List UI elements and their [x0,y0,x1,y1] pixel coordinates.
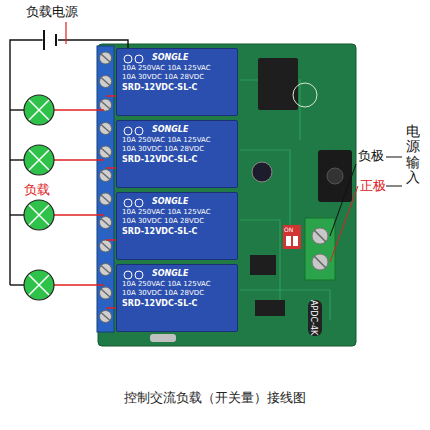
board-model: APDC-4K [308,300,318,335]
relay: SONGLE10A 250VAC 10A 125VAC10A 30VDC 10A… [116,192,238,260]
terminal-screw [100,193,112,205]
lamp [24,95,54,125]
circuit-board [98,44,356,346]
dip-lever [286,236,291,246]
screw-slot [101,313,110,321]
brand-name: SONGLE [152,125,232,136]
screw-slot [101,78,110,86]
antenna-coil [308,300,322,336]
leader-line [65,22,66,44]
terminal-label: 负极 [358,148,384,164]
relay: SONGLE10A 250VAC 10A 125VAC10A 30VDC 10A… [116,48,238,116]
dip-switch [283,225,301,249]
cert-logos [123,54,149,64]
ic-chip [255,300,285,316]
crystal [150,334,176,342]
terminal-screw [100,170,112,182]
terminal-block [97,46,114,332]
battery-plate [43,30,45,50]
lamp [24,145,54,175]
leader-line [330,164,356,236]
ic-chip [258,58,298,110]
load-wiring [10,40,128,285]
screw-slot [101,54,110,62]
power-label: 负载电源 [26,4,78,20]
lamp [24,200,54,230]
screw-slot [101,148,110,156]
rating-text: 10A 30VDC 10A 28VDC [122,73,232,82]
battery-lead [42,40,44,41]
dc-jack [318,150,352,202]
power-terminal [305,218,335,280]
terminal-screw [100,264,112,276]
rating-text: 10A 250VAC 10A 125VAC [122,208,232,217]
leader-line [386,186,402,187]
screw-slot [101,219,110,227]
terminal-screw [100,240,112,252]
input-label: 电源输入 [406,124,420,186]
part-number: SRD-12VDC-SL-C [122,155,232,166]
terminal-screw [100,99,112,111]
lamp-cross [29,275,49,295]
caption: 控制交流负载（开关量）接线图 [0,390,430,406]
screw-slot [101,101,110,109]
brand-name: SONGLE [152,53,232,64]
terminal-screw [100,217,112,229]
part-number: SRD-12VDC-SL-C [122,227,232,238]
terminal-screw [100,123,112,135]
part-number: SRD-12VDC-SL-C [122,83,232,94]
dc-jack-hole [327,168,343,184]
screw-slot [101,125,110,133]
brand-name: SONGLE [152,197,232,208]
lamp [24,270,54,300]
rating-text: 10A 30VDC 10A 28VDC [122,145,232,154]
rating-text: 10A 30VDC 10A 28VDC [122,289,232,298]
rating-text: 10A 250VAC 10A 125VAC [122,136,232,145]
rating-text: 10A 250VAC 10A 125VAC [122,280,232,289]
dip-lever [293,236,298,246]
relay: SONGLE10A 250VAC 10A 125VAC10A 30VDC 10A… [116,120,238,188]
terminal-screw [100,52,112,64]
terminal-screw [100,311,112,323]
rating-text: 10A 30VDC 10A 28VDC [122,217,232,226]
terminal-screws [100,52,112,323]
terminal-screw [100,287,112,299]
terminal-screw [100,76,112,88]
screw-slot [101,195,110,203]
lamp-cross [29,205,49,225]
capacitor [252,162,272,182]
cert-logos [123,198,149,208]
terminal-label: 正极 [360,178,386,194]
cert-logos [123,270,149,280]
ic-chip [250,255,276,275]
switch-label: ON [284,226,293,233]
battery-plate [55,34,57,46]
load-label: 负载 [24,182,50,198]
board-traces [240,80,330,320]
lamps [24,95,54,300]
part-number: SRD-12VDC-SL-C [122,299,232,310]
leader-line [386,157,402,158]
leader-line [330,186,358,262]
screw-slot [101,172,110,180]
screw-slot [101,242,110,250]
terminal-screw [100,146,112,158]
load-wires [54,110,104,285]
lamp-cross [29,100,49,120]
screw-slot [101,266,110,274]
brand-name: SONGLE [152,269,232,280]
silkscreen-circle [293,83,317,107]
rating-text: 10A 250VAC 10A 125VAC [122,64,232,73]
screw-slot [101,289,110,297]
cert-logos [123,126,149,136]
screw-slot [314,230,326,268]
relay: SONGLE10A 250VAC 10A 125VAC10A 30VDC 10A… [116,264,238,332]
lamp-cross [29,150,49,170]
